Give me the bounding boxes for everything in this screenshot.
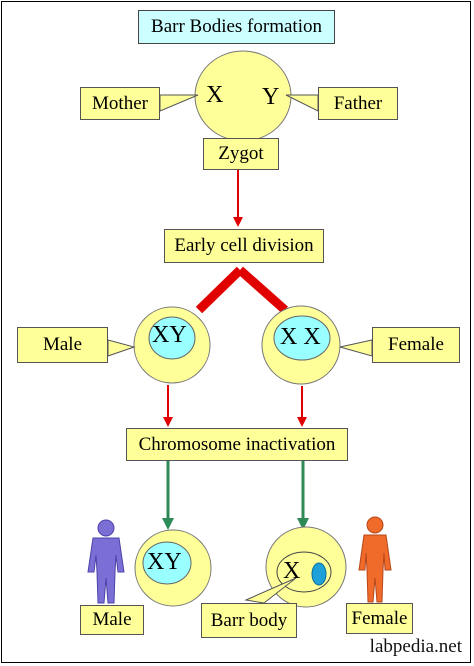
male-callout: Male: [17, 327, 108, 363]
watermark: labpedia.net: [369, 636, 462, 657]
result-male-label: Male: [80, 605, 144, 635]
zygote-letter-y: Y: [262, 84, 280, 110]
zygote-label: Zygot: [203, 138, 279, 170]
barr-body-pointer: [244, 577, 297, 604]
inactivation-box: Chromosome inactivation: [126, 428, 348, 461]
zygote-letter-x: X: [206, 82, 224, 108]
female-nucleus: [273, 315, 331, 361]
early-division-box: Early cell division: [164, 229, 324, 263]
female-chromosomes: X X: [280, 324, 321, 350]
mother-pointer: [159, 94, 199, 112]
result-female-label: Female: [346, 603, 413, 634]
division-branch-left: [195, 266, 244, 314]
result-female-chromosome: X: [283, 558, 301, 584]
male-figure-icon: [87, 519, 125, 604]
male-nucleus: [148, 316, 196, 360]
result-female-nucleus: [276, 551, 332, 593]
division-branch-right: [237, 266, 288, 314]
barr-body-icon: [311, 562, 327, 586]
mother-label: Mother: [80, 87, 160, 120]
female-figure-icon: [358, 516, 392, 603]
male-chromosomes: XY: [152, 322, 187, 348]
male-pointer: [107, 339, 136, 357]
female-callout: Female: [372, 327, 460, 363]
result-male-chromosomes: XY: [147, 549, 182, 575]
barr-body-label: Barr body: [201, 603, 297, 638]
result-male-nucleus: [142, 541, 192, 585]
father-label: Father: [318, 87, 398, 120]
diagram-title: Barr Bodies formation: [138, 10, 335, 44]
female-pointer: [339, 339, 373, 357]
